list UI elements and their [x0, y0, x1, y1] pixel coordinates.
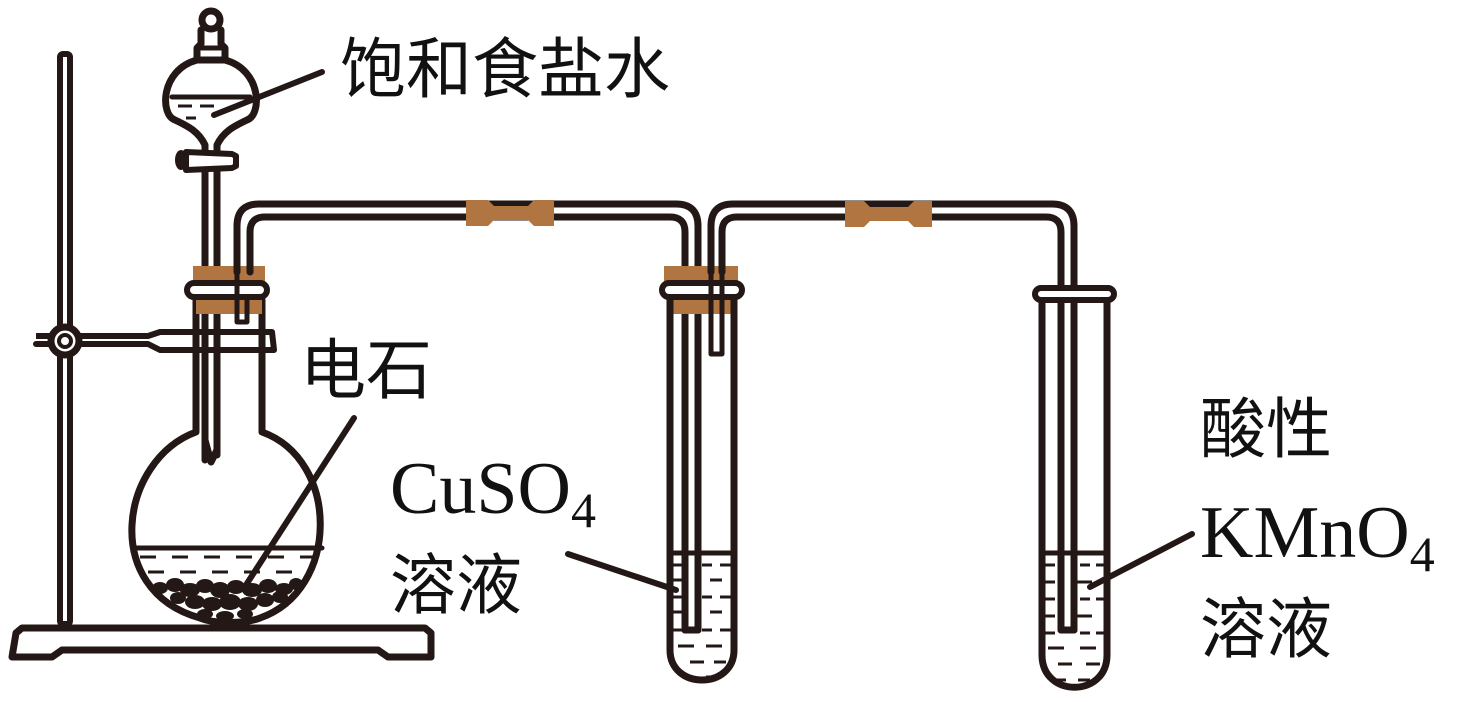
delivery-tube-1	[233, 200, 702, 634]
round-bottom-flask	[128, 266, 325, 626]
funnel-bulb	[162, 56, 260, 159]
calcium-carbide-lumps	[152, 578, 303, 621]
tube2-liquid-dashes	[1045, 563, 1104, 682]
test-tube-cuso4	[659, 266, 745, 684]
label-saturated-brine: 饱和食盐水	[340, 31, 670, 108]
label-kmno4: KMnO4	[1200, 492, 1435, 582]
label-acidic: 酸性	[1200, 391, 1332, 468]
label-calcium-carbide: 电石	[300, 332, 432, 409]
leader-flask	[243, 415, 357, 588]
leader-funnel	[211, 69, 325, 118]
rubber-connector-2	[845, 201, 932, 227]
kmno4-subscript: 4	[1410, 526, 1435, 582]
kmno4-main: KMnO	[1200, 492, 1410, 574]
funnel-stopper-knob	[198, 7, 224, 33]
tube1-lip	[659, 280, 745, 300]
separatory-funnel	[162, 7, 260, 466]
stand-base	[8, 624, 435, 661]
tube1-stopper-top	[664, 266, 738, 282]
cuso4-main: CuSO	[390, 448, 571, 530]
delivery-tube-2	[707, 200, 1078, 634]
stopcock	[183, 149, 239, 173]
tube1-liquid-dashes	[673, 563, 731, 679]
flask-lip	[184, 280, 270, 300]
flask-stopper-top	[193, 266, 265, 282]
label-cuso4: CuSO4	[390, 448, 596, 538]
flask-liquid-dashes	[140, 555, 316, 574]
tube2-lip	[1032, 285, 1117, 303]
funnel-stopper	[193, 26, 229, 64]
label-kmno4-solution: 溶液	[1200, 591, 1332, 668]
cuso4-subscript: 4	[571, 482, 596, 538]
tube1-stopper-bottom	[668, 296, 734, 314]
leader-tube2	[1087, 531, 1195, 590]
label-cuso4-solution: 溶液	[390, 547, 522, 624]
rubber-connector-1	[466, 200, 554, 226]
test-tube-kmno4	[1032, 285, 1117, 691]
leader-tube1	[565, 551, 679, 593]
tube2-body	[1038, 292, 1111, 691]
tube1-body	[666, 292, 738, 684]
flask-body	[128, 296, 324, 626]
